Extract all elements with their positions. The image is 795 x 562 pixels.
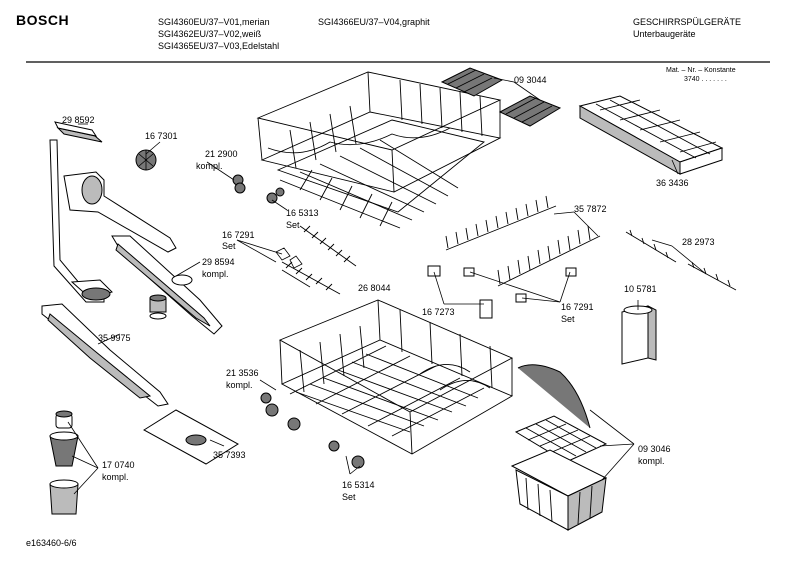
lower-basket-drawing — [278, 299, 514, 455]
part-label-167291-b-set: Set — [561, 314, 575, 324]
part-label-212900: 21 2900 — [205, 149, 238, 159]
filter-plate-drawing — [143, 409, 239, 465]
upper-basket-drawing — [256, 71, 502, 229]
cutlery-basket-093046-drawing — [510, 364, 608, 531]
mat-nr-label: Mat. – Nr. – Konstante — [666, 67, 736, 74]
part-label-213536-kompl: kompl. — [226, 380, 253, 390]
model-line-3: SGI4365EU/37–V03,Edelstahl — [158, 41, 280, 51]
part-label-165314-set: Set — [342, 492, 356, 502]
part-label-165314: 16 5314 — [342, 480, 375, 490]
cutlery-tray-363436-drawing — [578, 95, 724, 175]
part-label-167291-b: 16 7291 — [561, 302, 594, 312]
model-line-1: SGI4360EU/37–V01,merian — [158, 17, 270, 27]
lower-basket-wheels-drawing — [260, 392, 365, 469]
tine-row-357872-drawing — [445, 195, 601, 287]
model-line-2: SGI4362EU/37–V02,weiß — [158, 29, 262, 39]
part-label-363436: 36 3436 — [656, 178, 689, 188]
filter-set-drawing — [49, 410, 79, 515]
part-label-093044: 09 3044 — [514, 75, 547, 85]
upper-basket-wheels-drawing — [232, 174, 285, 204]
part-label-298594-kompl: kompl. — [202, 269, 229, 279]
subcategory-title: Unterbaugeräte — [633, 29, 696, 39]
part-label-170740-kompl: kompl. — [102, 472, 129, 482]
part-label-105781: 10 5781 — [624, 284, 657, 294]
filter-cap-drawing — [135, 149, 157, 171]
mat-nr-value: 3740 . . . . . . . — [684, 76, 727, 83]
spray-arm-359975-drawing — [41, 303, 169, 407]
part-label-167291-a: 16 7291 — [222, 230, 255, 240]
spray-nozzle-drawing — [149, 294, 167, 320]
leader-lines — [67, 77, 707, 495]
part-label-170740: 17 0740 — [102, 460, 135, 470]
document-id: e163460-6/6 — [26, 538, 77, 548]
part-label-212900-kompl: kompl. — [196, 161, 223, 171]
part-label-298594: 29 8594 — [202, 257, 235, 267]
part-label-357393: 35 7393 — [213, 450, 246, 460]
part-label-359975: 35 9975 — [98, 333, 131, 343]
part-label-167301: 16 7301 — [145, 131, 178, 141]
model-line-4: SGI4366EU/37–V04,graphit — [318, 17, 430, 27]
cutlery-holder-105781-drawing — [621, 305, 657, 365]
part-label-213536: 21 3536 — [226, 368, 259, 378]
category-title: GESCHIRRSPÜLGERÄTE — [633, 17, 742, 27]
part-label-298592: 29 8592 — [62, 115, 95, 125]
part-label-165313: 16 5313 — [286, 208, 319, 218]
tine-row-268044-drawing — [281, 225, 357, 295]
part-label-268044: 26 8044 — [358, 283, 391, 293]
part-label-093046: 09 3046 — [638, 444, 671, 454]
clips-167291-drawing — [275, 247, 577, 319]
part-label-167291-a-set: Set — [222, 241, 236, 251]
part-label-282973: 28 2973 — [682, 237, 715, 247]
rack-282973-drawing — [625, 229, 737, 291]
spray-pipe-drawing — [49, 139, 177, 303]
upper-spray-arm-drawing — [54, 121, 103, 143]
part-label-165313-set: Set — [286, 220, 300, 230]
lower-spray-arm-drawing — [111, 235, 223, 335]
brand-logo: BOSCH — [16, 12, 70, 28]
part-label-093046-kompl: kompl. — [638, 456, 665, 466]
part-label-357872: 35 7872 — [574, 204, 607, 214]
part-label-167273: 16 7273 — [422, 307, 455, 317]
